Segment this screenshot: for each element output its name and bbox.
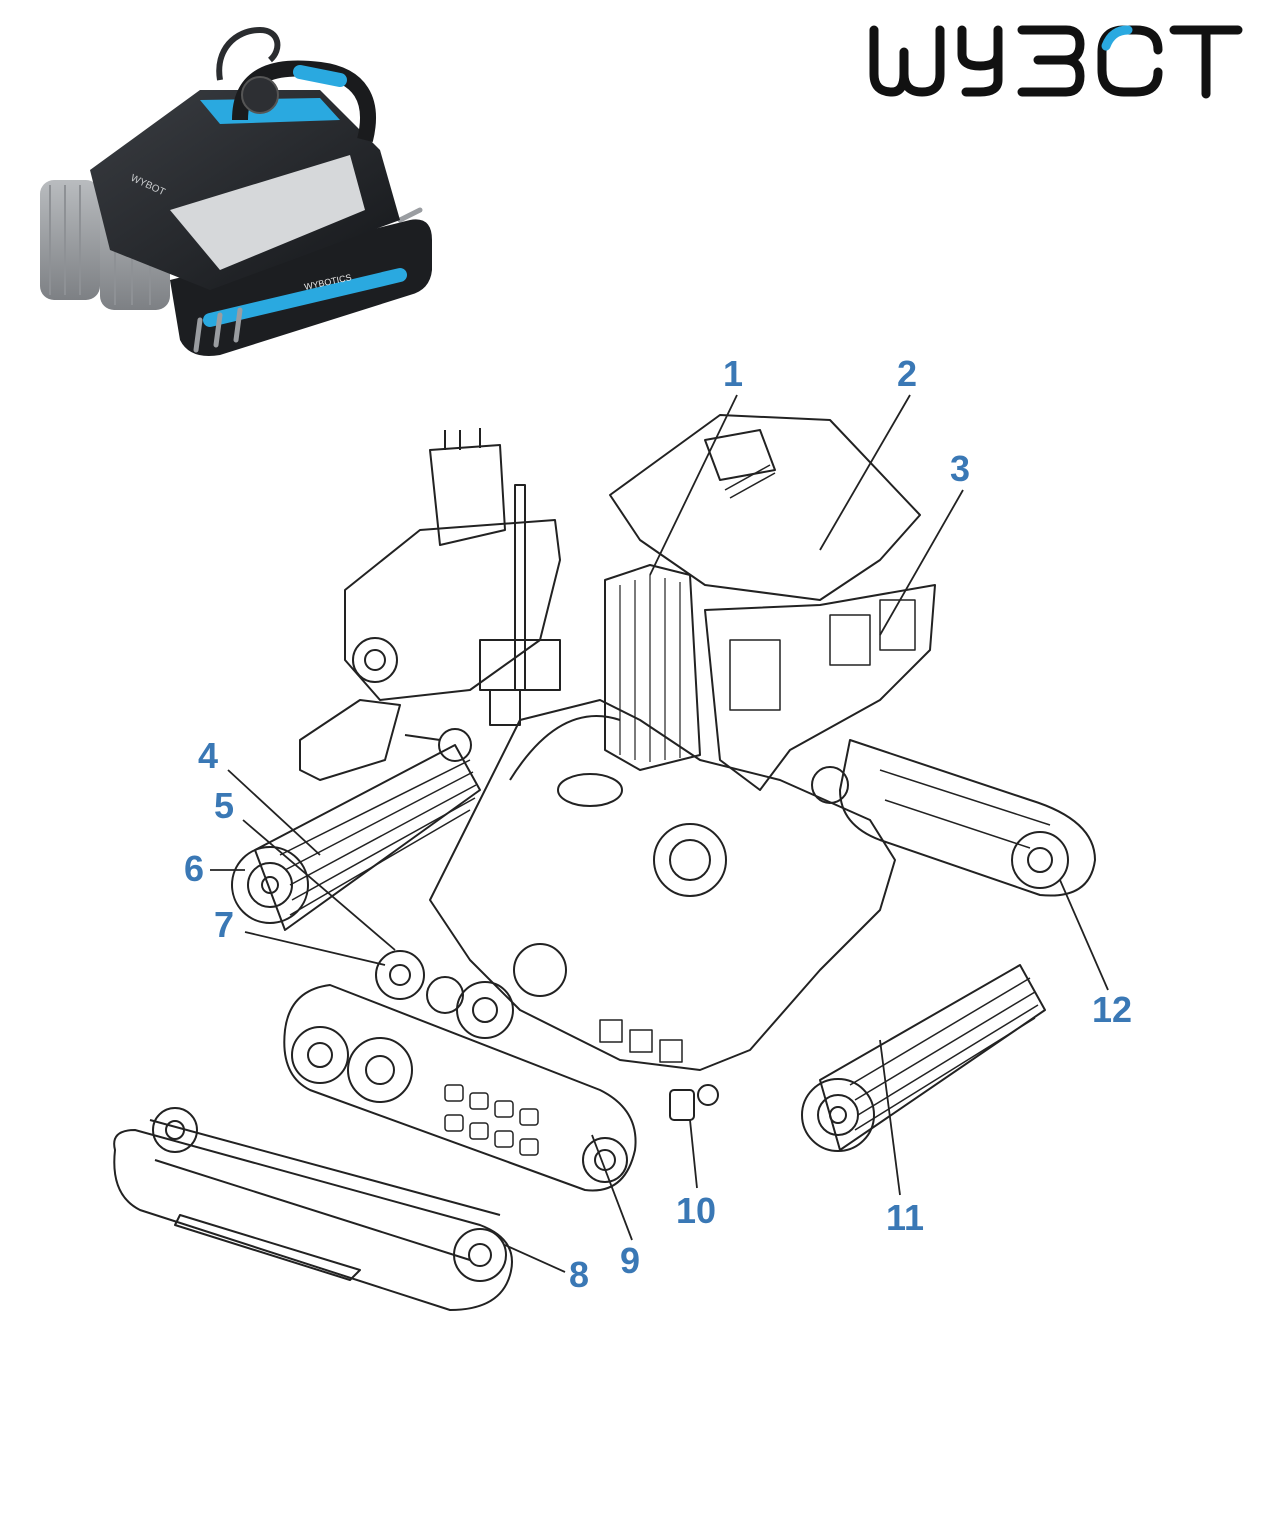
callout-5: 5 (214, 785, 235, 826)
cage-frame (704, 584, 936, 791)
callout-2: 2 (897, 353, 918, 394)
top-cover (609, 414, 921, 601)
wybot-logo (869, 25, 1243, 99)
side-track (170, 219, 432, 356)
main-chassis (429, 699, 896, 1071)
callout-1: 1 (723, 353, 744, 394)
rear-brush-roller (801, 964, 1046, 1152)
filter-basket (604, 564, 701, 771)
callout-12: 12 (1092, 989, 1133, 1030)
drive-gears (375, 950, 514, 1039)
pump-motor-housing (344, 428, 561, 726)
front-brush-roller (231, 744, 481, 931)
callout-8: 8 (569, 1254, 590, 1295)
callout-6: 6 (184, 848, 205, 889)
left-side-plate (283, 984, 637, 1192)
callout-3: 3 (950, 448, 971, 489)
drive-coupling (669, 1084, 719, 1121)
callout-10: 10 (676, 1190, 717, 1231)
callout-9: 9 (620, 1240, 641, 1281)
power-cable (216, 26, 281, 81)
callout-11: 11 (886, 1197, 925, 1238)
product-photo: WYBOT WYBOTICS (40, 26, 432, 356)
callout-4: 4 (198, 735, 219, 776)
left-track-belt (113, 1107, 513, 1311)
leader-lines (210, 394, 1109, 1273)
right-track (811, 739, 1096, 897)
left-bracket (299, 699, 401, 781)
callout-7: 7 (214, 904, 235, 945)
